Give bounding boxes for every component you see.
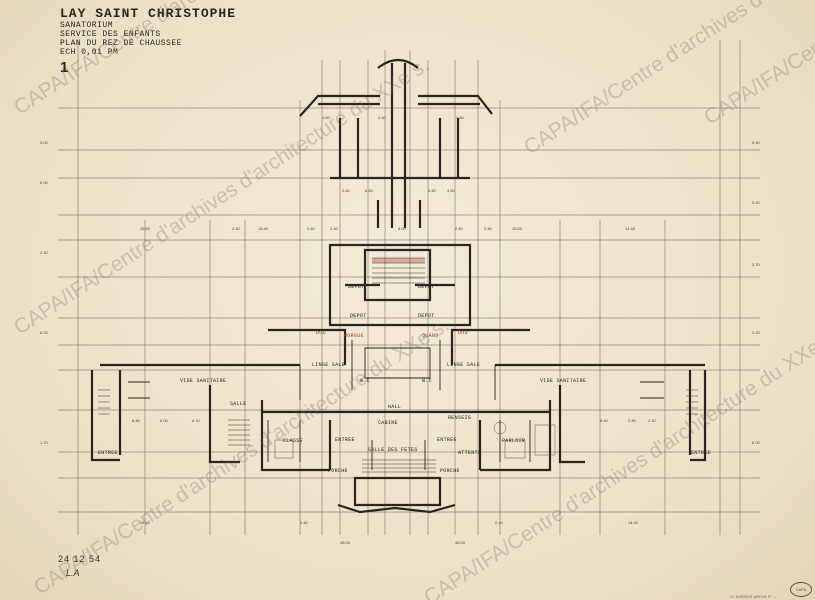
dimension-label: 3.00 — [40, 140, 48, 145]
title-line-3: PLAN DU REZ DE CHAUSSEE — [60, 39, 182, 48]
dimension-label: 6.20 — [40, 330, 48, 335]
room-label-salle: SALLE — [230, 401, 247, 407]
title-line-1: SANATORIUM — [60, 21, 114, 30]
dimension-label: 18.40 — [258, 226, 269, 231]
dimension-label: 2.70 — [752, 262, 760, 267]
red-hatching — [372, 258, 425, 263]
dimension-label: 6.10 — [192, 418, 200, 423]
dimension-label: 48.00 — [455, 540, 466, 545]
dimension-label: 6.40 — [752, 140, 760, 145]
dimension-label: 8.00 — [752, 440, 760, 445]
room-label-entree-c1: ENTREE — [335, 437, 355, 443]
room-label-porche-l: PORCHE — [328, 468, 348, 474]
grid-lines — [58, 40, 760, 535]
room-label-attente: ATTENTE — [458, 450, 482, 456]
dimension-label: 48.00 — [340, 540, 351, 545]
dimension-label: 6.00 — [40, 180, 48, 185]
sheet-number: 1 — [60, 59, 69, 76]
title-line-2: SERVICE DES ENFANTS — [60, 30, 161, 39]
dimension-label: 2.20 — [752, 330, 760, 335]
dimension-label: 2.40 — [330, 226, 338, 231]
dimension-label: 6.40 — [365, 188, 373, 193]
dimension-label: 3.40 — [752, 200, 760, 205]
room-label-porche-r: PORCHE — [440, 468, 460, 474]
room-label-dou-l: DOU — [316, 330, 326, 336]
walls — [90, 58, 707, 514]
dimension-label: 1.70 — [40, 440, 48, 445]
room-label-cabine: CABINE — [378, 420, 398, 426]
room-label-parloir: PARLOIR — [502, 438, 526, 444]
dimension-label: 15.60 — [512, 226, 523, 231]
dimension-label: 2.40 — [300, 520, 308, 525]
title-line-4: ECH 0,01 PM — [60, 48, 119, 57]
room-label-wc-r: W.C — [422, 378, 432, 384]
room-label-depot-r2: DEPOT — [418, 313, 435, 319]
room-label-depot-l1: DEPOT — [348, 284, 365, 290]
room-label-linge-sale-l: LINGE SALE — [312, 362, 346, 368]
room-label-entree-side-r: ENTREE — [691, 450, 711, 456]
dimension-label: 2.40 — [428, 188, 436, 193]
stairs — [98, 257, 698, 473]
dimension-label: 2.40 — [342, 188, 350, 193]
furniture — [274, 421, 556, 459]
dimension-label: 4.80 — [447, 188, 455, 193]
drawing-title: LAY SAINT CHRISTOPHE — [60, 6, 237, 21]
drawing-initials: L.A — [66, 568, 80, 578]
room-label-classe: CLASSE — [283, 438, 303, 444]
dimension-label: 14.40 — [625, 226, 636, 231]
dimension-label: 2.40 — [455, 226, 463, 231]
dimension-label: 2.40 — [648, 418, 656, 423]
dimension-label: 2.40 — [307, 226, 315, 231]
room-label-depot-r1: DEPOT — [418, 284, 435, 290]
room-label-vide-sanitaire-l: VIDE SANITAIRE — [180, 378, 227, 384]
room-label-morgue: MORGUE — [344, 333, 364, 339]
dimension-label: 2.40 — [232, 226, 240, 231]
dimension-label: 8.00 — [398, 226, 406, 231]
room-label-dou-r: DOU — [458, 330, 468, 336]
dimension-label: 2.40 — [40, 250, 48, 255]
room-label-entree-side-l: ENTREE — [98, 450, 118, 456]
dimension-label: 2.40 — [495, 520, 503, 525]
dimension-label: 6.00 — [160, 418, 168, 423]
room-label-linge-sale-r: LINGE SALE — [447, 362, 481, 368]
room-label-depot-l2: DEPOT — [350, 313, 367, 319]
dimension-label: 14.40 — [140, 520, 151, 525]
interior-walls — [128, 340, 664, 470]
room-label-wc-l: W.C — [360, 378, 370, 384]
dimension-label: 6.40 — [132, 418, 140, 423]
dimension-label: 14.40 — [628, 520, 639, 525]
dimension-label: 2.40 — [628, 418, 636, 423]
room-label-entree-c2: ENTREE — [437, 437, 457, 443]
room-label-salle-des-fetes: SALLE DES FETES — [368, 447, 418, 453]
room-label-renseig: RENSEIG — [448, 415, 472, 421]
dimension-label: 4.80 — [456, 115, 464, 120]
dimension-label: 6.40 — [600, 418, 608, 423]
room-label-vide-sanitaire-r: VIDE SANITAIRE — [540, 378, 587, 384]
room-label-hall: HALL — [388, 404, 402, 410]
archive-stamp: CAPA — [790, 582, 812, 597]
dimension-label: 15.60 — [140, 226, 151, 231]
drawing-date: 24 12 54 — [58, 554, 102, 564]
dimension-label: 2.40 — [378, 115, 386, 120]
dimension-label: 4.80 — [322, 115, 330, 120]
title-block: LAY SAINT CHRISTOPHE SANATORIUM SERVICE … — [60, 6, 236, 76]
room-label-quand: QUAND — [422, 333, 439, 339]
stamp-caption: Cl. AGENCE ARCHI. P. ... — [730, 594, 776, 599]
dimension-label: 2.40 — [484, 226, 492, 231]
